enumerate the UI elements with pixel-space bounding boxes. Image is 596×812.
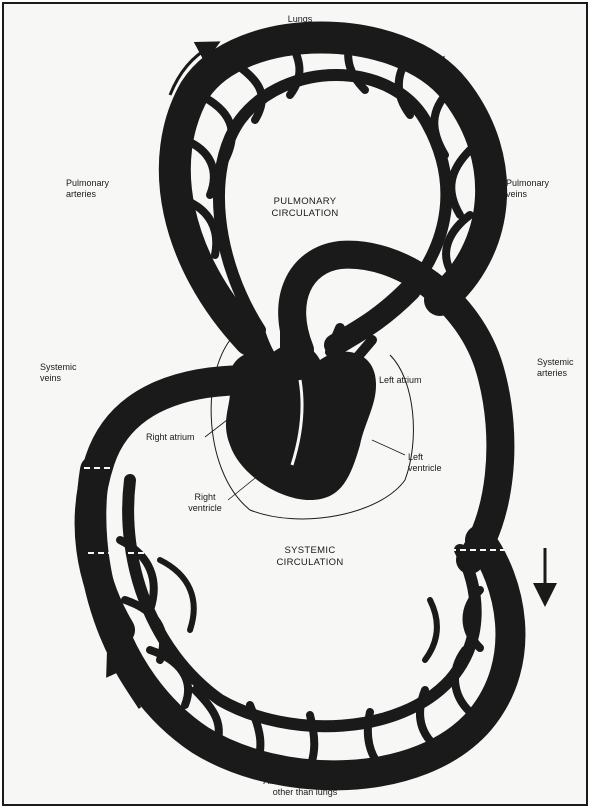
pulmonary-arteries-label: Pulmonary arteries (66, 178, 136, 200)
organs-label: All organs and tissue other than lungs (240, 776, 370, 798)
left-atrium-label: Left atrium (379, 375, 459, 386)
systemic-arteries-label: Systemic arteries (537, 357, 589, 379)
systemic-loop (91, 470, 510, 778)
pulmonary-circulation-label: PULMONARY CIRCULATION (250, 196, 360, 220)
right-atrium-label: Right atrium (146, 432, 226, 443)
systemic-veins-label: Systemic veins (40, 362, 110, 384)
right-ventricle-label: Right ventricle (180, 492, 230, 514)
lungs-label: Lungs (275, 14, 325, 25)
left-ventricle-label: Left ventricle (408, 452, 478, 474)
systemic-circulation-label: SYSTEMIC CIRCULATION (255, 545, 365, 569)
pulmonary-veins-label: Pulmonary veins (506, 178, 576, 200)
